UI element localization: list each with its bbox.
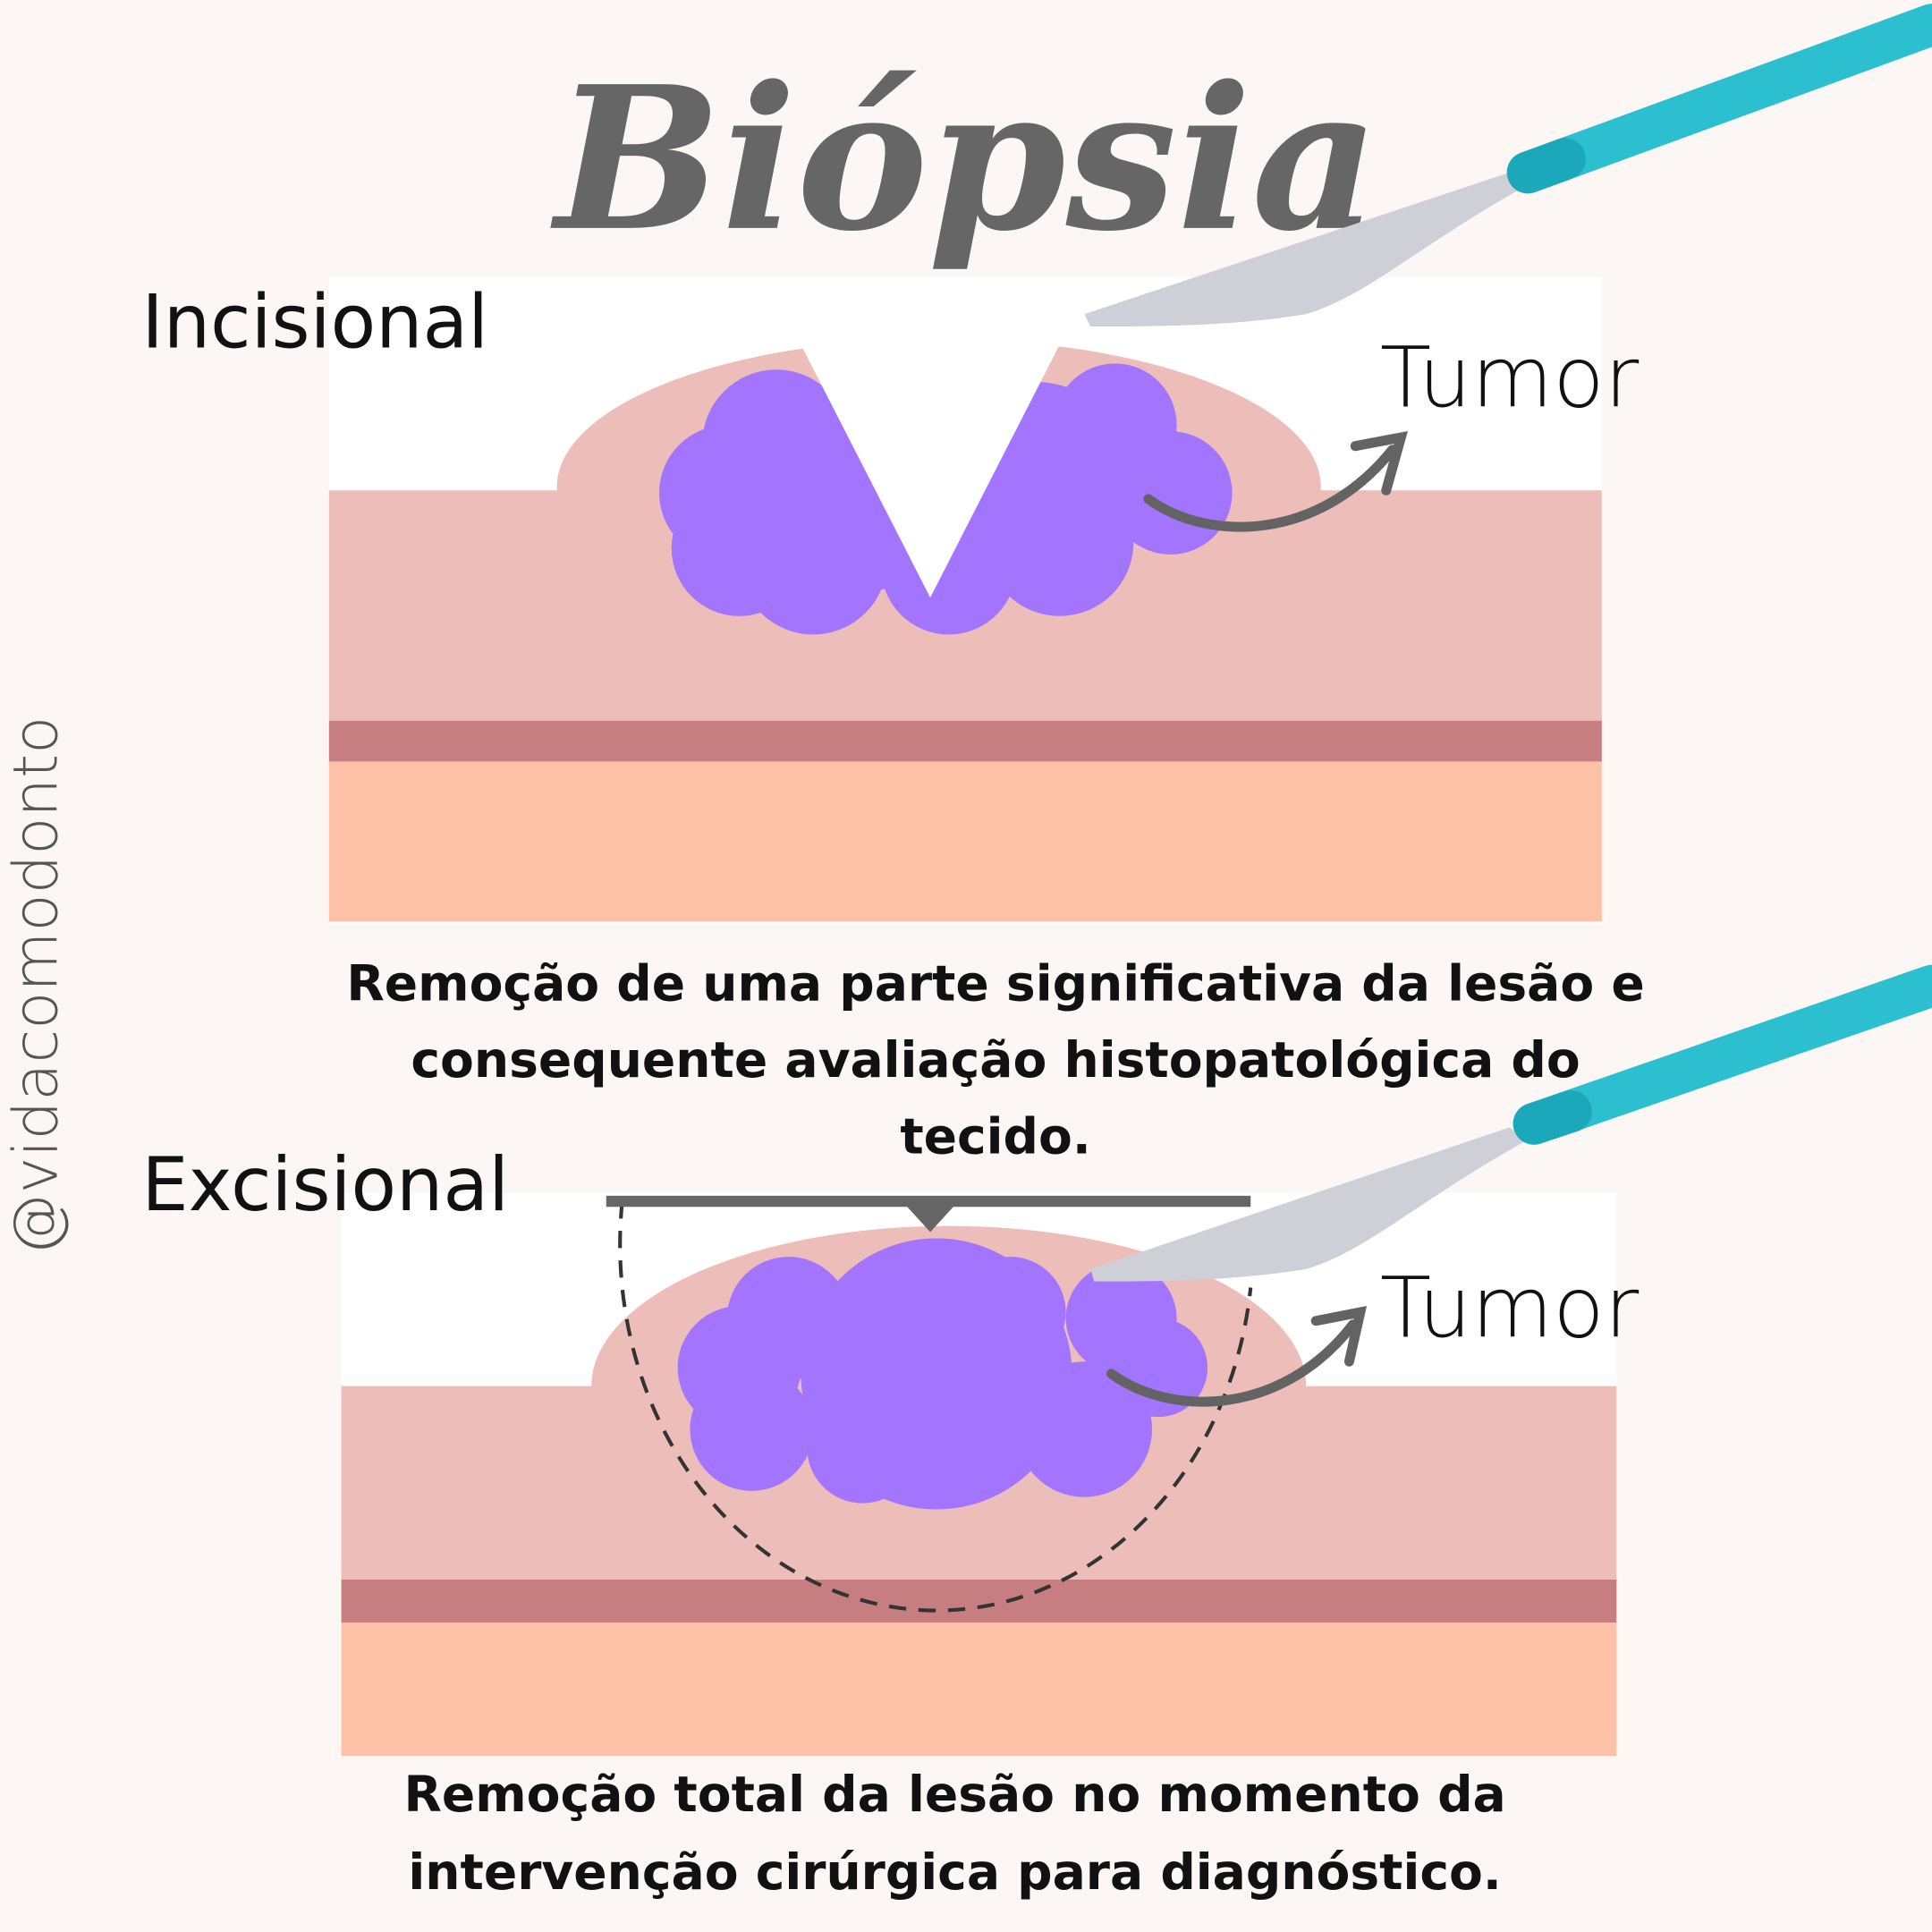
band-layer (328, 720, 1602, 763)
caption-line: tecido. (900, 1107, 1090, 1165)
band-layer (341, 1580, 1617, 1623)
excision-margin-line (618, 1200, 1253, 1613)
scalpel-icon (1084, 4, 1932, 327)
incisional-caption: Remoção de uma parte significativa da le… (346, 955, 1644, 1165)
deep-tissue-layer (341, 1623, 1617, 1757)
caption-line: Remoção de uma parte significativa da le… (346, 955, 1644, 1013)
arrow-icon (1106, 1319, 1359, 1407)
scalpel-icon (1090, 964, 1932, 1282)
arrow-head-icon (1310, 1306, 1368, 1367)
incisional-heading: Incisional (141, 279, 488, 365)
author-handle: @vidacomodonto (0, 716, 72, 1255)
caption-line: intervenção cirúrgica para diagnóstico. (408, 1843, 1501, 1901)
excisional-diagram (341, 1192, 1617, 1757)
incisional-diagram (328, 276, 1602, 925)
tumor-shape (658, 363, 1233, 635)
tumor-label: Tumor (1380, 1260, 1640, 1358)
tumor-shape (677, 1238, 1208, 1510)
incision-cut (794, 332, 1066, 598)
excisional-heading: Excisional (141, 1142, 509, 1228)
pointer-icon (905, 1205, 955, 1233)
arrow-icon (1143, 445, 1398, 532)
caption-line: consequente avaliação histopatológica do (411, 1031, 1580, 1089)
tumor-label: Tumor (1380, 330, 1640, 428)
excisional-caption: Remoção total da lesão no momento da int… (403, 1766, 1505, 1901)
caption-line: Remoção total da lesão no momento da (403, 1766, 1505, 1823)
deep-tissue-layer (328, 761, 1602, 922)
page-title: Biópsia (550, 43, 1380, 275)
arrow-head-icon (1350, 430, 1408, 496)
